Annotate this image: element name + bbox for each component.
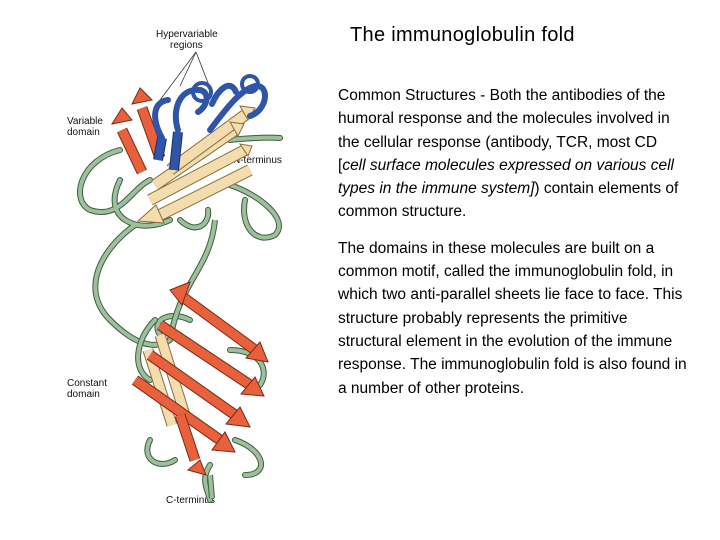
variable-domain-label-line1: Variable [67,116,103,127]
hypervariable-label-line1: Hypervariable [156,29,218,40]
paragraph-common-structures: Common Structures - Both the antibodies … [338,84,688,224]
paragraph-domains: The domains in these molecules are built… [338,237,688,400]
constant-domain-label-line2: domain [67,389,100,400]
immunoglobulin-fold-diagram: Hypervariable regions Variable domain N-… [60,20,330,520]
hypervariable-label-line2: regions [170,40,203,51]
lead-phrase: Common Structures [338,87,476,104]
c-terminus-tail [210,475,212,498]
variable-domain-label-line2: domain [67,127,100,138]
constant-domain-label-line1: Constant [67,378,107,389]
body-text: Common Structures - Both the antibodies … [338,84,688,413]
slide-title: The immunoglobulin fold [350,24,575,47]
